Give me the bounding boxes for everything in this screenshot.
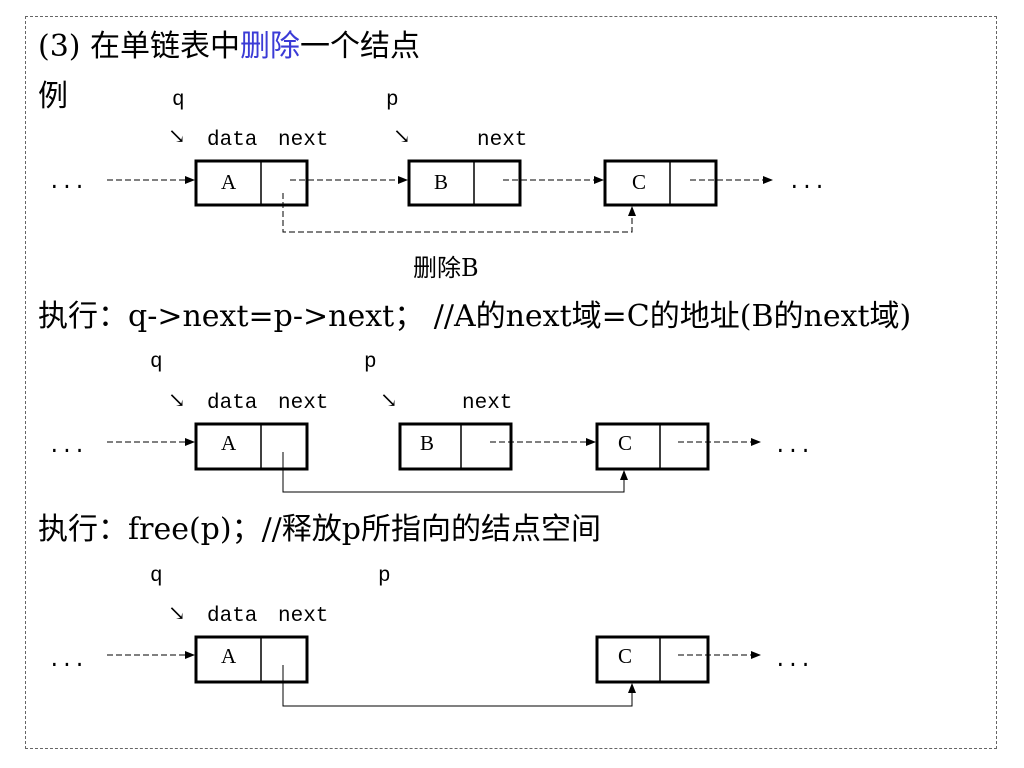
node-b-label-2: B	[420, 431, 435, 455]
example-label: 例	[38, 79, 68, 114]
field-next-b-1: next	[477, 129, 528, 152]
left-ellipsis-2: ...	[48, 436, 86, 459]
node-c-label-3: C	[618, 644, 633, 668]
left-ellipsis-3: ...	[48, 650, 86, 673]
p-arrow-icon-2: ↘	[380, 388, 398, 412]
bypass-link-1	[282, 193, 636, 233]
pointer-p-2: p	[364, 351, 377, 374]
diagram-2	[107, 422, 761, 493]
pointer-q-3: q	[150, 565, 163, 588]
node-b-box-1	[407, 159, 522, 207]
delete-b-caption: 删除B	[413, 254, 479, 282]
slide-frame	[25, 16, 997, 749]
field-data-1: data	[207, 129, 258, 152]
left-ellipsis-1: ...	[48, 172, 86, 195]
diagram-1	[107, 159, 773, 233]
field-data-2: data	[207, 392, 258, 415]
p-arrow-icon-1: ↘	[393, 124, 411, 148]
step2-code: 执行：free(p)；//释放p所指向的结点空间	[38, 512, 601, 547]
title-prefix: (3) 在单链表中	[38, 29, 241, 64]
node-c-box-2	[595, 422, 710, 471]
pointer-q-1: q	[172, 89, 185, 112]
node-c-label-2: C	[618, 431, 633, 455]
node-b-label-1: B	[434, 170, 449, 194]
field-data-3: data	[207, 605, 258, 628]
link-a-c-3	[282, 665, 636, 707]
pointer-p-3: p	[378, 565, 391, 588]
field-next-a-3: next	[278, 605, 329, 628]
slide-title: (3) 在单链表中删除一个结点	[38, 32, 420, 62]
node-a-box-2	[194, 422, 309, 471]
node-a-label-2: A	[221, 431, 237, 455]
q-arrow-icon-2: ↘	[168, 388, 186, 412]
node-b-box-2	[398, 422, 513, 471]
node-a-label-3: A	[221, 644, 237, 668]
node-c-label-1: C	[632, 170, 647, 194]
step1-code: 执行：q->next=p->next； //A的next域=C的地址(B的nex…	[38, 299, 912, 334]
right-ellipsis-1: ...	[788, 172, 826, 195]
node-c-box-3	[595, 635, 710, 684]
right-ellipsis-3: ...	[774, 650, 812, 673]
field-next-b-2: next	[462, 392, 513, 415]
q-arrow-icon-3: ↘	[168, 601, 186, 625]
new-link-a-c-2	[282, 452, 628, 493]
field-next-a-2: next	[278, 392, 329, 415]
node-a-box-1	[194, 159, 309, 207]
title-suffix: 一个结点	[300, 29, 421, 64]
node-a-label-1: A	[221, 170, 237, 194]
node-a-box-3	[194, 635, 309, 684]
q-arrow-icon-1: ↘	[168, 124, 186, 148]
pointer-q-2: q	[150, 351, 163, 374]
node-c-box-1	[603, 159, 718, 207]
title-highlight: 删除	[240, 29, 301, 64]
pointer-p-1: p	[386, 89, 399, 112]
diagram-3	[107, 635, 761, 707]
right-ellipsis-2: ...	[774, 436, 812, 459]
field-next-a-1: next	[278, 129, 329, 152]
